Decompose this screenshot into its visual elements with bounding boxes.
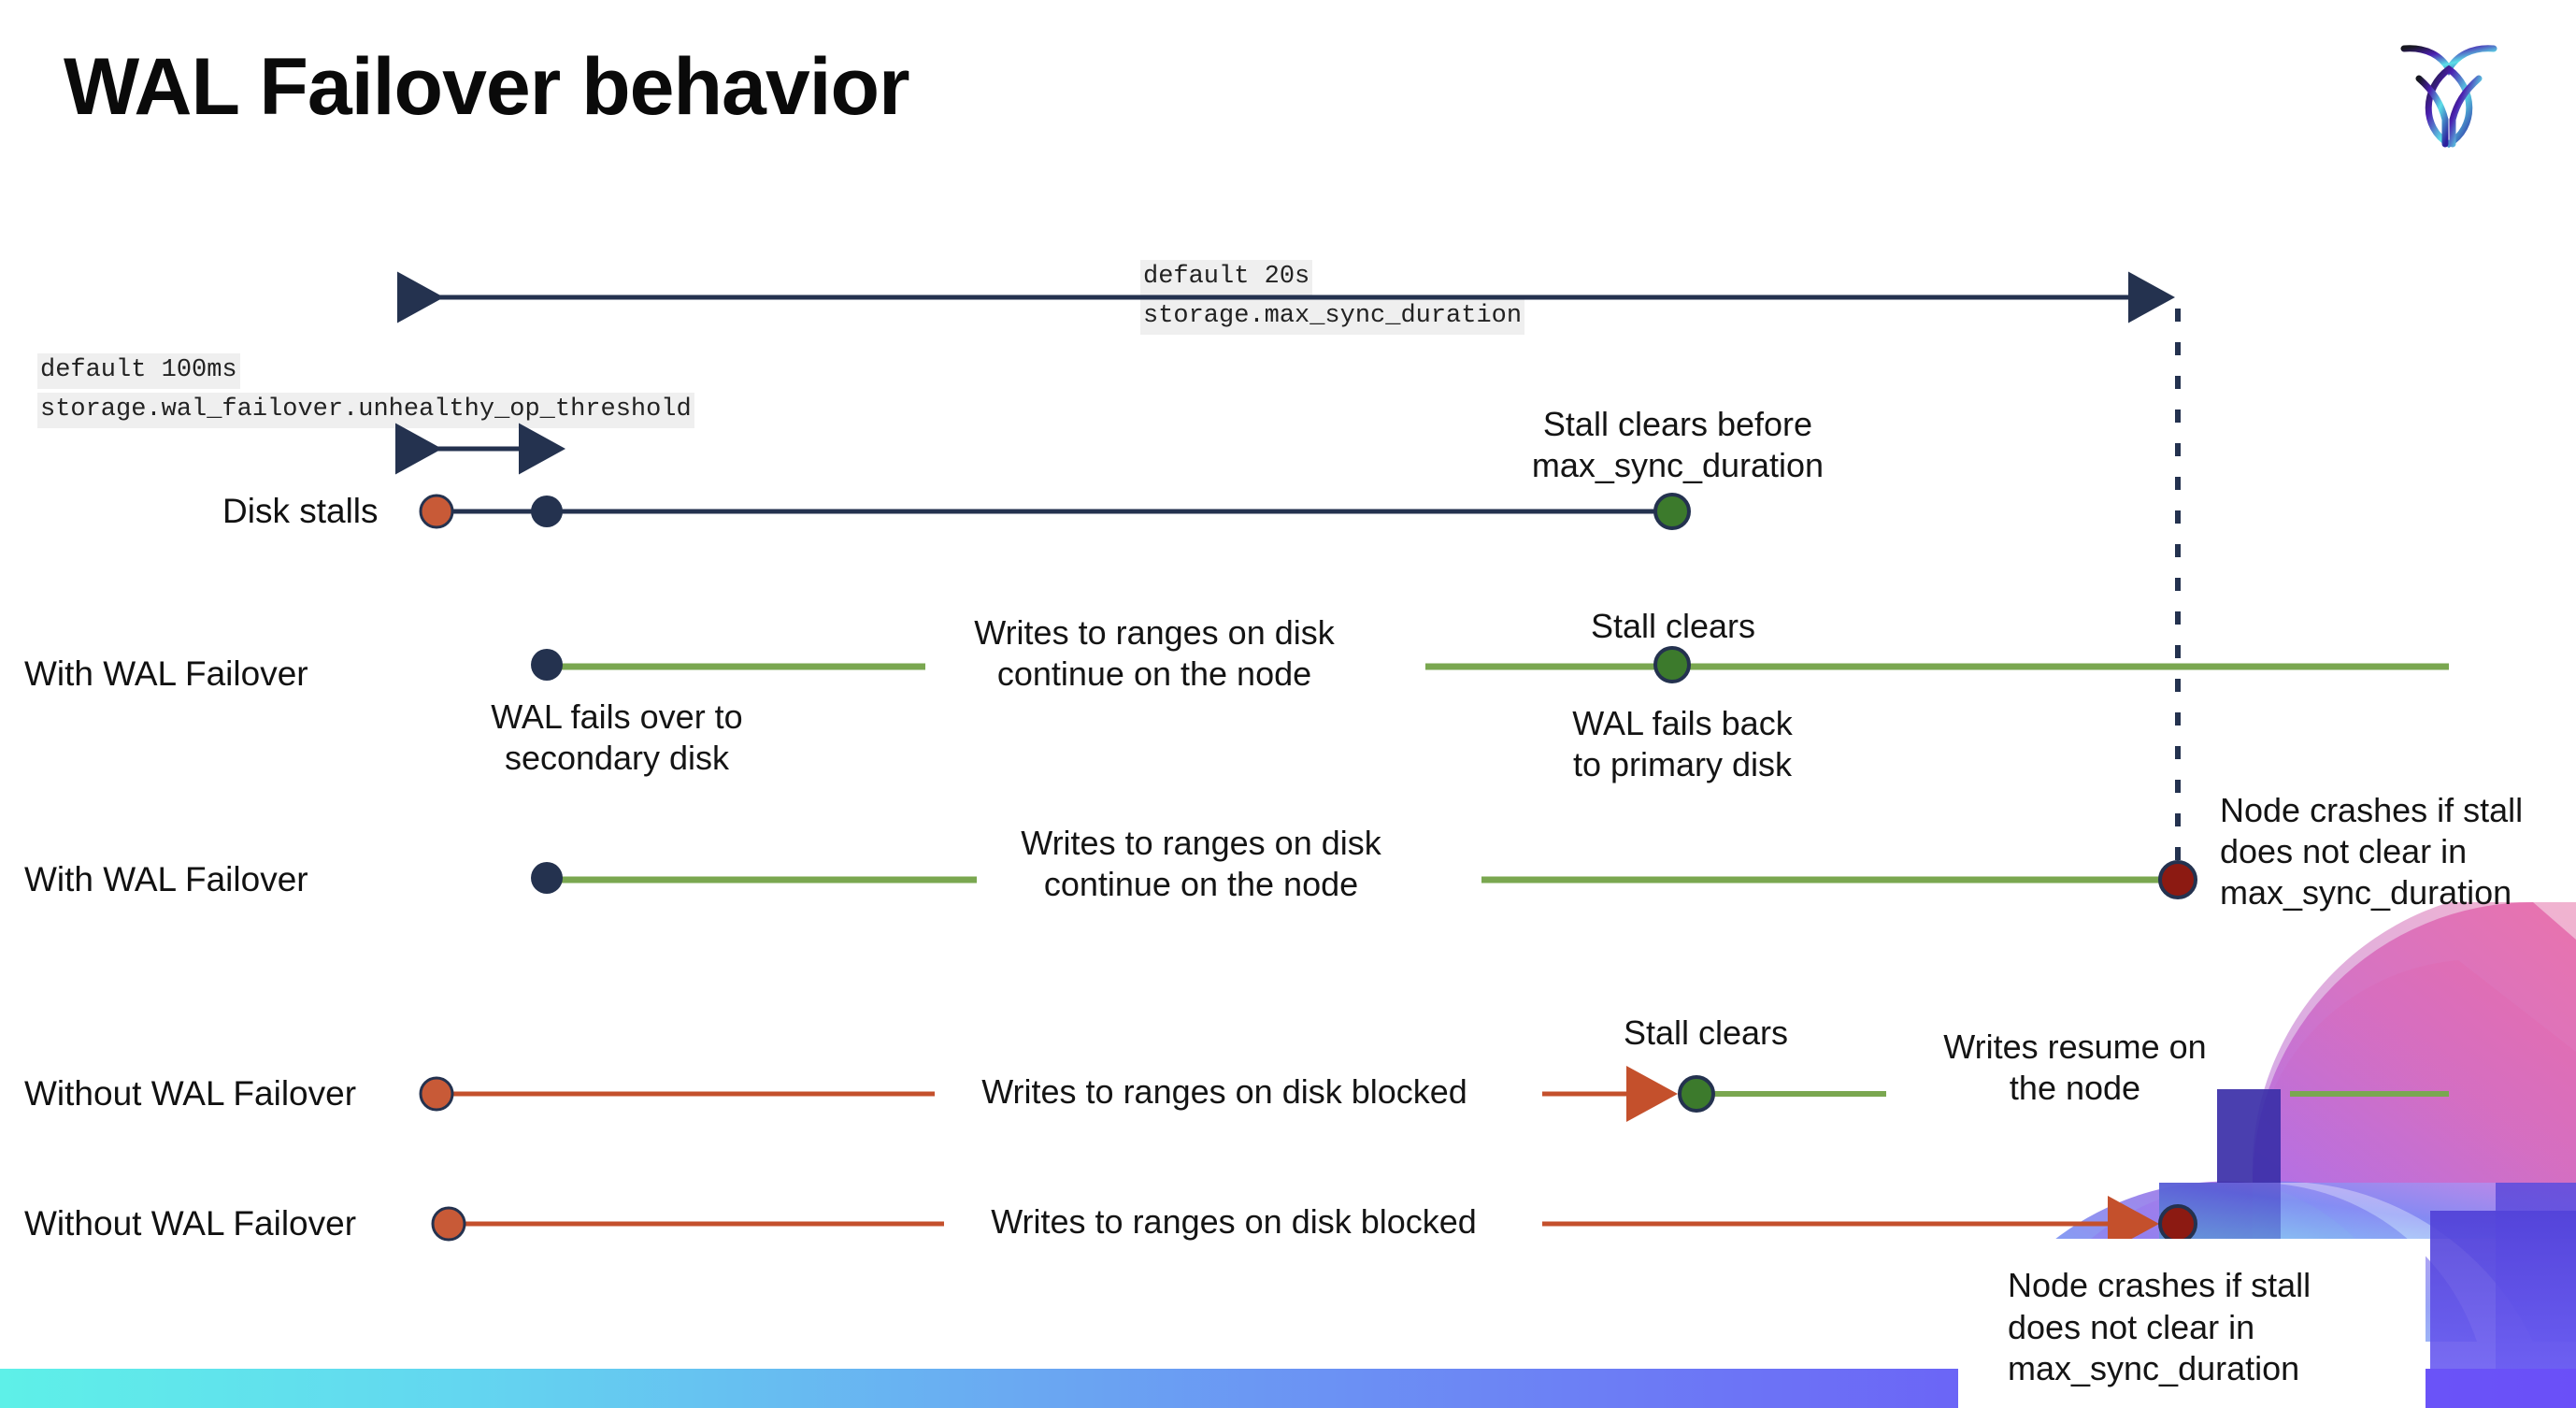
note-stall-clears-1: Stall clears [1590, 607, 1756, 645]
note-writes-continue-2: Writes to ranges on disk continue on the… [1021, 824, 1381, 903]
note-writes-continue-1: Writes to ranges on disk continue on the… [974, 613, 1335, 693]
row-label-disk-stalls: Disk stalls [222, 492, 379, 530]
note-node-crashes-top: Node crashes if stall does not clear in … [2220, 791, 2524, 912]
row-label-without-wal-failover-2: Without WAL Failover [24, 1204, 357, 1243]
note-stall-clears-before-max: Stall clears before max_sync_duration [1531, 405, 1825, 484]
unhealthy-op-threshold-setting-chip: storage.wal_failover.unhealthy_op_thresh… [37, 393, 694, 428]
note-writes-resume: Writes resume on the node [1943, 1027, 2207, 1107]
row-without-wal-failover-2-track [431, 1196, 2197, 1252]
row-label-with-wal-failover-2: With WAL Failover [24, 860, 308, 898]
page-title: WAL Failover behavior [64, 42, 910, 132]
note-wal-fails-back: WAL fails back to primary disk [1572, 704, 1793, 783]
row-label-with-wal-failover-1: With WAL Failover [24, 654, 308, 693]
note-writes-blocked-2: Writes to ranges on disk blocked [991, 1202, 1477, 1241]
unhealthy-op-threshold-default-chip: default 100ms [37, 353, 240, 389]
note-wal-fails-over: WAL fails over to secondary disk [491, 697, 743, 777]
row-with-wal-failover-2-track [531, 860, 2197, 899]
row-with-wal-failover-1-track [531, 646, 2449, 683]
cockroachdb-logo-icon [2393, 30, 2505, 151]
row-label-without-wal-failover-1: Without WAL Failover [24, 1074, 357, 1113]
note-stall-clears-2: Stall clears [1623, 1013, 1789, 1052]
note-writes-blocked-1: Writes to ranges on disk blocked [981, 1072, 1467, 1111]
row-disk-stalls-track [419, 493, 1691, 530]
node-crashes-callout-box [1958, 1239, 2426, 1408]
row-without-wal-failover-1-track [419, 1066, 2449, 1122]
note-node-crashes-bottom: Node crashes if stall does not clear in … [2008, 1266, 2311, 1388]
